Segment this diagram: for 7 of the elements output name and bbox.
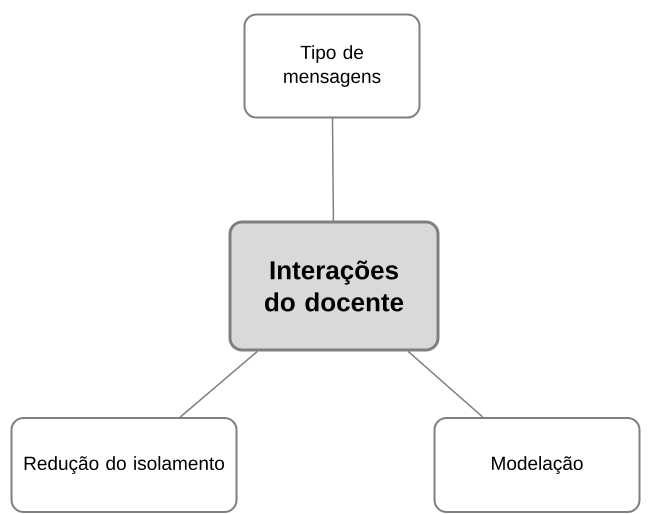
connector-line <box>332 118 334 220</box>
central-box: Interações do docente <box>228 220 440 352</box>
topic-box: Redução do isolamento <box>10 417 238 513</box>
topic-box: Modelação <box>434 417 640 513</box>
connector-line <box>408 350 484 418</box>
topic-box: Tipo de mensagens <box>244 14 420 118</box>
connector-line <box>180 350 258 418</box>
